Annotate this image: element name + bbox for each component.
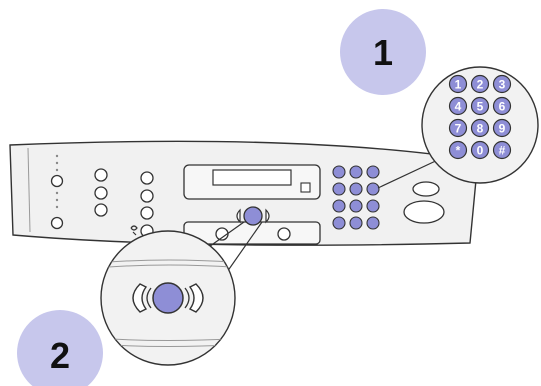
step-1-number: 1: [373, 32, 393, 73]
function-button-4[interactable]: [140, 171, 154, 185]
keypad-key-6[interactable]: 6: [492, 96, 512, 116]
zoom-right-arrow-button[interactable]: [188, 283, 204, 313]
function-button-1[interactable]: [94, 168, 108, 182]
lcd-display: [212, 169, 292, 186]
start-mono-button[interactable]: [412, 181, 440, 197]
keypad-key-2[interactable]: 2: [470, 74, 490, 94]
keypad-key-7[interactable]: 7: [448, 118, 468, 138]
step-1-circle: [340, 9, 426, 95]
keypad-key-1[interactable]: 1: [448, 74, 468, 94]
indicator-column: [55, 154, 59, 209]
keypad-key-label: 1: [455, 77, 462, 91]
keypad-key-label: 0: [477, 143, 484, 157]
keypad-key-label: 7: [455, 121, 462, 135]
function-button-6[interactable]: [140, 206, 154, 220]
keypad-key-0[interactable]: 0: [470, 140, 490, 160]
keypad-key-label: 8: [477, 121, 484, 135]
keypad-key-star[interactable]: *: [448, 140, 468, 160]
step-2-circle: [17, 310, 103, 386]
function-button-3[interactable]: [94, 203, 108, 217]
status-indicator: [300, 182, 311, 193]
panel-left-edge: [27, 147, 31, 233]
keypad-key-label: 6: [499, 99, 506, 113]
panel-key[interactable]: [366, 182, 380, 196]
panel-key[interactable]: [332, 182, 346, 196]
panel-key[interactable]: [349, 182, 363, 196]
step-1-callout: 1: [340, 9, 426, 95]
mode-button-2[interactable]: [50, 216, 64, 230]
keypad-key-9[interactable]: 9: [492, 118, 512, 138]
panel-key[interactable]: [366, 165, 380, 179]
panel-key[interactable]: [349, 216, 363, 230]
keypad-keys: 1 2 3 4 5 6 7 8 9 * 0 #: [448, 74, 512, 160]
menu-ok-button[interactable]: [243, 206, 263, 226]
panel-key[interactable]: [366, 199, 380, 213]
step-2-callout: 2: [17, 310, 103, 386]
right-arrow-button[interactable]: [265, 208, 270, 224]
control-panel: [9, 140, 477, 246]
panel-key[interactable]: [332, 216, 346, 230]
stop-button[interactable]: [277, 227, 291, 241]
keypad-key-label: #: [499, 143, 506, 157]
mode-button-1[interactable]: [50, 174, 64, 188]
keypad-key-pound[interactable]: #: [492, 140, 512, 160]
keypad-key-4[interactable]: 4: [448, 96, 468, 116]
keypad-key-label: 9: [499, 121, 506, 135]
function-button-5[interactable]: [140, 189, 154, 203]
keypad-key-8[interactable]: 8: [470, 118, 490, 138]
keypad-key-label: 2: [477, 77, 484, 91]
navigation-zoom: [100, 230, 236, 366]
panel-key[interactable]: [349, 165, 363, 179]
function-button-2[interactable]: [94, 186, 108, 200]
panel-key[interactable]: [332, 165, 346, 179]
keypad-zoom: 1 2 3 4 5 6 7 8 9 * 0 #: [421, 66, 539, 184]
keypad-key-label: 4: [455, 99, 462, 113]
keypad-key-label: *: [456, 143, 461, 157]
keypad-key-label: 3: [499, 77, 506, 91]
zoom-menu-ok-button[interactable]: [152, 282, 184, 314]
panel-key[interactable]: [349, 199, 363, 213]
panel-keypad: [332, 165, 380, 230]
keypad-key-label: 5: [477, 99, 484, 113]
panel-key[interactable]: [366, 216, 380, 230]
keypad-leader-line: [377, 157, 443, 189]
start-color-button[interactable]: [403, 200, 445, 224]
phone-icon: [130, 225, 138, 236]
panel-key[interactable]: [332, 199, 346, 213]
keypad-key-3[interactable]: 3: [492, 74, 512, 94]
left-arrow-button[interactable]: [236, 208, 241, 224]
keypad-key-5[interactable]: 5: [470, 96, 490, 116]
zoom-left-arrow-button[interactable]: [132, 283, 148, 313]
step-2-number: 2: [50, 335, 70, 376]
